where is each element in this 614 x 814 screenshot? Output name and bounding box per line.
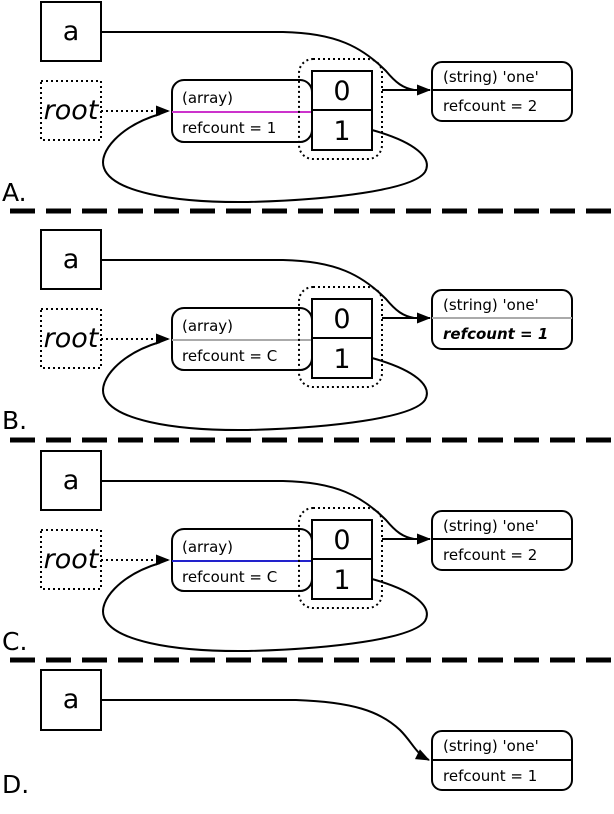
array-refcount-label: refcount = C bbox=[182, 568, 277, 586]
string-type-label: (string) 'one' bbox=[443, 517, 539, 535]
array-refcount-label: refcount = 1 bbox=[182, 119, 276, 137]
cell-1-label: 1 bbox=[333, 116, 350, 147]
edge-cell1-to-array-loop bbox=[102, 562, 428, 653]
array-type-label: (array) bbox=[182, 538, 233, 556]
string-type-label: (string) 'one' bbox=[443, 737, 539, 755]
string-box bbox=[431, 289, 573, 350]
edge-a-to-string bbox=[101, 31, 419, 91]
panel-label: C. bbox=[2, 627, 27, 656]
string-type-label: (string) 'one' bbox=[443, 68, 539, 86]
string-refcount-label: refcount = 2 bbox=[443, 97, 537, 115]
variable-label: a bbox=[63, 465, 80, 496]
panel-c: a root (array) refcount = C 0 1 (string)… bbox=[2, 450, 573, 656]
array-type-label: (array) bbox=[182, 89, 233, 107]
panel-a: a root (array) refcount = 1 0 1 (string)… bbox=[2, 1, 573, 207]
edge-cell1-to-array-loop bbox=[102, 113, 428, 204]
variable-box bbox=[40, 669, 102, 731]
root-label: root bbox=[44, 323, 100, 354]
cell-0-label: 0 bbox=[333, 525, 350, 556]
panel-label: B. bbox=[2, 406, 27, 435]
edge-cell1-to-array-loop bbox=[102, 341, 428, 432]
array-refcount-label: refcount = C bbox=[182, 347, 277, 365]
root-label: root bbox=[44, 95, 100, 126]
root-label: root bbox=[44, 544, 100, 575]
cell-1-label: 1 bbox=[333, 344, 350, 375]
panel-label: D. bbox=[2, 770, 29, 799]
array-type-label: (array) bbox=[182, 317, 233, 335]
edge-a-to-string bbox=[101, 699, 430, 761]
cell-1-label: 1 bbox=[333, 565, 350, 596]
variable-label: a bbox=[63, 244, 80, 275]
root-box bbox=[40, 80, 102, 141]
panel-d: a (string) 'one' refcount = 1 D. bbox=[2, 669, 573, 799]
panel-label: A. bbox=[2, 178, 27, 207]
root-box bbox=[40, 529, 102, 590]
string-refcount-label: refcount = 1 bbox=[443, 325, 548, 343]
cell-0-label: 0 bbox=[333, 76, 350, 107]
edge-a-to-string bbox=[101, 480, 419, 540]
string-box bbox=[431, 61, 573, 122]
string-type-label: (string) 'one' bbox=[443, 296, 539, 314]
variable-box bbox=[40, 1, 102, 62]
variable-box bbox=[40, 450, 102, 511]
cell-0-label: 0 bbox=[333, 304, 350, 335]
variable-label: a bbox=[63, 16, 80, 47]
string-refcount-label: refcount = 1 bbox=[443, 767, 537, 785]
string-refcount-label: refcount = 2 bbox=[443, 546, 537, 564]
edge-a-to-string bbox=[101, 259, 419, 319]
variable-box bbox=[40, 229, 102, 290]
variable-label: a bbox=[63, 684, 80, 715]
panel-b: a root (array) refcount = C 0 1 (string)… bbox=[2, 229, 573, 435]
string-box bbox=[431, 510, 573, 571]
root-box bbox=[40, 308, 102, 369]
